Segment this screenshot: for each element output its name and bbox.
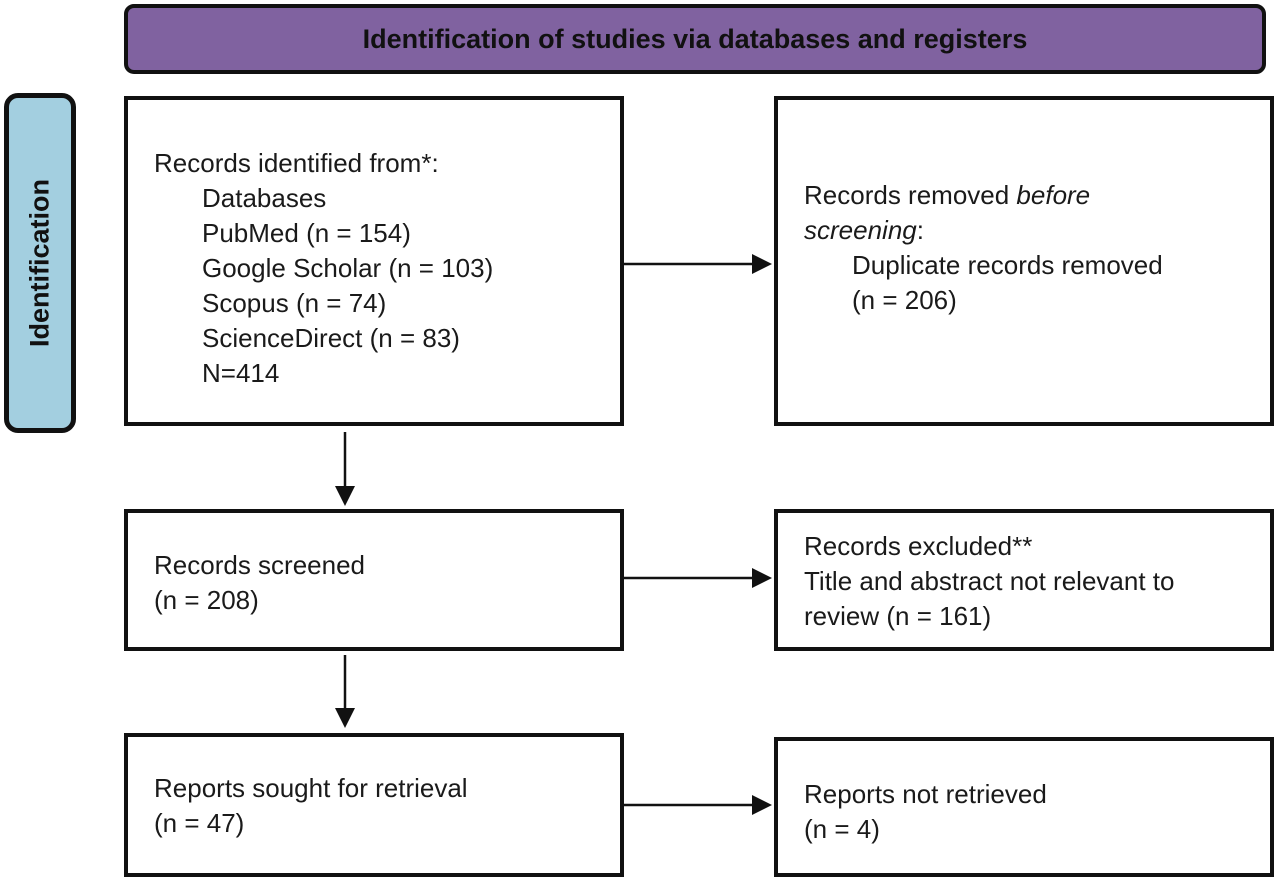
identified-line-databases: Databases <box>202 183 327 213</box>
identified-heading: Records identified from*: <box>154 148 439 178</box>
identified-line-google-scholar: Google Scholar (n = 103) <box>202 253 494 283</box>
not-retrieved-line-count: (n = 4) <box>804 814 880 844</box>
excluded-line-count: review (n = 161) <box>804 601 992 631</box>
box-reports-sought: Reports sought for retrieval (n = 47) <box>124 733 624 877</box>
identified-line-sciencedirect: ScienceDirect (n = 83) <box>202 323 460 353</box>
removed-heading-italic: before <box>1016 180 1091 210</box>
removed-line-count: (n = 206) <box>852 285 957 315</box>
box-reports-not-retrieved: Reports not retrieved (n = 4) <box>774 737 1274 877</box>
section-header-title: Identification of studies via databases … <box>362 23 1028 54</box>
arrow-identified-to-removed <box>624 254 772 274</box>
identified-line-pubmed: PubMed (n = 154) <box>202 218 411 248</box>
box-records-removed: Records removed before screening: Duplic… <box>774 96 1274 426</box>
removed-heading-colon: : <box>916 215 924 245</box>
sought-line-count: (n = 47) <box>154 808 245 838</box>
screened-line-count: (n = 208) <box>154 585 259 615</box>
sought-line-label: Reports sought for retrieval <box>154 773 468 803</box>
removed-line-duplicates: Duplicate records removed <box>852 250 1163 280</box>
arrow-sought-to-not-retrieved <box>624 795 772 815</box>
screened-line-label: Records screened <box>154 550 365 580</box>
removed-heading-plain: Records removed <box>804 180 1017 210</box>
box-records-excluded: Records excluded** Title and abstract no… <box>774 509 1274 651</box>
removed-heading-line1: Records removed before <box>804 178 1163 213</box>
arrow-screened-to-sought <box>335 655 355 728</box>
section-header: Identification of studies via databases … <box>124 4 1266 74</box>
arrow-identified-to-screened <box>335 432 355 506</box>
excluded-line-label: Records excluded** <box>804 531 1033 561</box>
identified-line-scopus: Scopus (n = 74) <box>202 288 387 318</box>
not-retrieved-line-label: Reports not retrieved <box>804 779 1047 809</box>
phase-label-identification: Identification <box>4 93 76 433</box>
box-records-identified: Records identified from*: Databases PubM… <box>124 96 624 426</box>
removed-heading-line2: screening: <box>804 213 1163 248</box>
box-records-screened: Records screened (n = 208) <box>124 509 624 651</box>
excluded-line-reason: Title and abstract not relevant to <box>804 566 1175 596</box>
removed-heading-italic2: screening <box>804 215 917 245</box>
identified-line-total: N=414 <box>202 358 280 388</box>
arrow-screened-to-excluded <box>624 568 772 588</box>
